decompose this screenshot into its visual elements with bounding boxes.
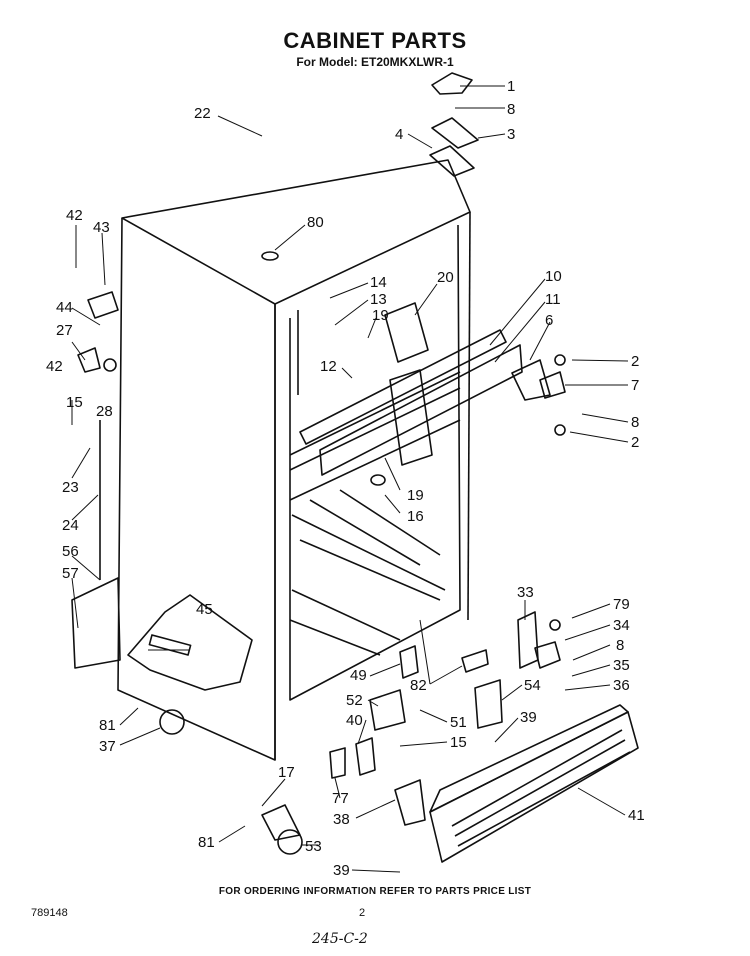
callout-label: 13 [370, 291, 387, 308]
page-number: 2 [359, 907, 366, 919]
callout-label: 40 [346, 712, 363, 729]
callout-label: 80 [307, 214, 324, 231]
callout-label: 38 [333, 811, 350, 828]
callout-label: 15 [450, 734, 467, 751]
callout-label: 53 [305, 838, 322, 855]
callout-label: 42 [46, 358, 63, 375]
callout-label: 36 [613, 677, 630, 694]
callout-label: 27 [56, 322, 73, 339]
callout-label: 81 [198, 834, 215, 851]
callout-label: 1 [507, 78, 515, 95]
callout-label: 11 [545, 291, 561, 308]
callout-label: 37 [99, 738, 116, 755]
callout-label: 33 [517, 584, 534, 601]
callout-label: 14 [370, 274, 387, 291]
callout-label: 56 [62, 543, 79, 560]
callout-label: 8 [616, 637, 624, 654]
callout-label: 17 [278, 764, 295, 781]
callout-label: 28 [96, 403, 113, 420]
callout-label: 44 [56, 299, 73, 316]
callout-label: 8 [631, 414, 639, 431]
callout-label: 6 [545, 312, 553, 329]
callout-label: 42 [66, 207, 83, 224]
callout-label: 39 [333, 862, 350, 879]
callout-label: 19 [407, 487, 424, 504]
callout-label: 19 [372, 307, 389, 324]
callout-label: 82 [410, 677, 427, 694]
callout-label: 57 [62, 565, 79, 582]
callout-label: 23 [62, 479, 79, 496]
callout-label: 41 [628, 807, 645, 824]
handwritten-note: 245-C-2 [312, 931, 368, 947]
callout-label: 10 [545, 268, 562, 285]
callout-label: 52 [346, 692, 363, 709]
ordering-note: FOR ORDERING INFORMATION REFER TO PARTS … [218, 886, 532, 897]
callout-label: 12 [320, 358, 337, 375]
callout-label: 45 [196, 601, 213, 618]
callout-label: 8 [507, 101, 515, 118]
callout-label: 35 [613, 657, 630, 674]
callout-label: 34 [613, 617, 630, 634]
callout-label: 79 [613, 596, 630, 613]
callout-label: 3 [507, 126, 515, 143]
callout-label: 24 [62, 517, 79, 534]
callout-labels: 1 8 3 4 22 80 42 43 44 27 42 28 15 23 24… [46, 78, 645, 879]
callout-label: 2 [631, 353, 639, 370]
diagram-code: 789148 [31, 907, 68, 919]
callout-label: 54 [524, 677, 541, 694]
callout-label: 77 [332, 790, 349, 807]
page-title: CABINET PARTS [283, 28, 467, 53]
callout-label: 81 [99, 717, 116, 734]
callout-label: 20 [437, 269, 454, 286]
callout-label: 43 [93, 219, 110, 236]
model-subtitle: For Model: ET20MKXLWR-1 [296, 55, 454, 69]
callout-label: 51 [450, 714, 467, 731]
callout-label: 39 [520, 709, 537, 726]
callout-label: 15 [66, 394, 83, 411]
callout-label: 49 [350, 667, 367, 684]
callout-label: 7 [631, 377, 639, 394]
callout-label: 16 [407, 508, 424, 525]
callout-label: 22 [194, 105, 211, 122]
callout-label: 2 [631, 434, 639, 451]
callout-label: 4 [395, 126, 403, 143]
